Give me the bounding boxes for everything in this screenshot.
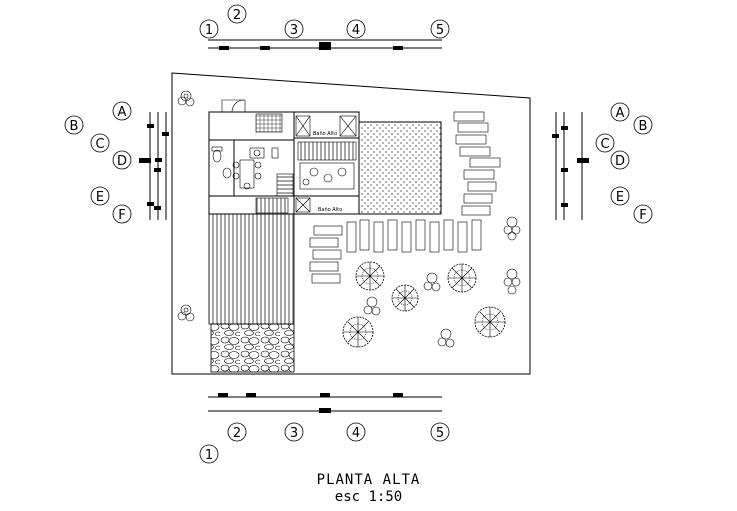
grid-bubble-row-a-right: A bbox=[610, 102, 630, 122]
svg-text:E: E bbox=[616, 190, 624, 205]
svg-text:3: 3 bbox=[290, 23, 298, 38]
svg-text:E: E bbox=[96, 190, 104, 205]
svg-text:D: D bbox=[615, 154, 625, 169]
grid-bubble-col-1-bottom: 1 bbox=[199, 444, 219, 464]
svg-text:4: 4 bbox=[352, 23, 360, 38]
room-label-upper: Baño Alto bbox=[313, 131, 337, 137]
grid-bubble-col-3-top: 3 bbox=[284, 19, 304, 39]
stepping-stones bbox=[309, 111, 501, 284]
svg-text:C: C bbox=[600, 137, 609, 152]
svg-text:D: D bbox=[117, 154, 127, 169]
plan-title: PLANTA ALTA bbox=[316, 472, 421, 488]
grid-bubble-col-2-bottom: 2 bbox=[227, 422, 247, 442]
svg-text:4: 4 bbox=[352, 426, 360, 441]
house-footprint bbox=[208, 99, 360, 215]
lot-boundary bbox=[171, 72, 531, 375]
stone-paving bbox=[210, 323, 295, 373]
grid-bubble-row-f-left: F bbox=[112, 204, 132, 224]
grid-bubble-col-3-bottom: 3 bbox=[284, 422, 304, 442]
grid-bubble-row-a-left: A bbox=[112, 101, 132, 121]
bottom-dimension-lines bbox=[208, 393, 442, 413]
grid-bubble-col-4-top: 4 bbox=[346, 19, 366, 39]
svg-text:B: B bbox=[639, 119, 648, 134]
svg-text:1: 1 bbox=[205, 448, 213, 463]
svg-text:F: F bbox=[118, 208, 125, 223]
svg-text:5: 5 bbox=[436, 23, 444, 38]
top-dimension-lines bbox=[208, 39, 442, 50]
grid-bubble-row-f-right: F bbox=[633, 204, 653, 224]
room-label-lower: Baño Alto bbox=[318, 207, 342, 213]
grid-bubble-row-c-right: C bbox=[595, 133, 615, 153]
svg-text:2: 2 bbox=[233, 426, 241, 441]
grid-bubble-row-c-left: C bbox=[90, 133, 110, 153]
grid-bubble-col-2-top: 2 bbox=[227, 4, 247, 24]
svg-text:1: 1 bbox=[205, 23, 213, 38]
plan-scale: esc 1:50 bbox=[334, 489, 403, 505]
grid-bubble-row-b-right: B bbox=[633, 115, 653, 135]
svg-text:B: B bbox=[70, 119, 79, 134]
left-dimension-lines bbox=[139, 112, 169, 220]
svg-text:3: 3 bbox=[290, 426, 298, 441]
svg-text:2: 2 bbox=[233, 8, 241, 23]
grid-bubble-row-d-left: D bbox=[112, 150, 132, 170]
grid-bubble-row-e-right: E bbox=[610, 186, 630, 206]
grid-bubble-col-5-top: 5 bbox=[430, 19, 450, 39]
grid-bubble-row-b-left: B bbox=[64, 115, 84, 135]
grid-bubble-col-1-top: 1 bbox=[199, 19, 219, 39]
wood-deck bbox=[208, 213, 295, 325]
svg-text:5: 5 bbox=[436, 426, 444, 441]
garden-plants bbox=[177, 90, 521, 348]
grid-bubble-col-4-bottom: 4 bbox=[346, 422, 366, 442]
dotted-terrace bbox=[358, 121, 442, 215]
grid-bubble-row-d-right: D bbox=[610, 150, 630, 170]
grid-bubble-row-e-left: E bbox=[90, 186, 110, 206]
svg-text:A: A bbox=[118, 105, 127, 120]
grid-bubble-col-5-bottom: 5 bbox=[430, 422, 450, 442]
right-dimension-lines bbox=[552, 112, 589, 220]
svg-text:C: C bbox=[95, 137, 104, 152]
svg-text:A: A bbox=[616, 106, 625, 121]
svg-text:F: F bbox=[639, 208, 646, 223]
